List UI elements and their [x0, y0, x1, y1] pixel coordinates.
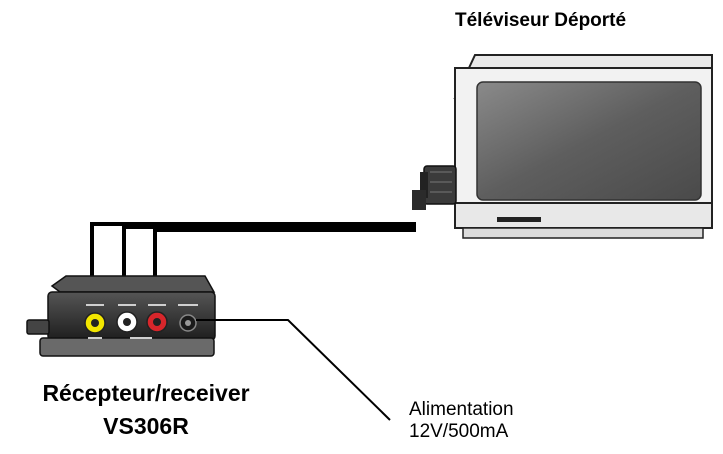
dc-power-jack: [179, 314, 197, 332]
antenna-connector: [26, 319, 50, 335]
tv-control-slot: [497, 217, 541, 222]
scart-plug: [412, 165, 457, 210]
power-supply-label-line2: 12V/500mA: [409, 421, 509, 442]
power-supply-label-line1: Alimentation: [409, 399, 514, 420]
tv-screen: [476, 81, 702, 201]
rca-jack-white: [116, 311, 138, 333]
receiver-top: [50, 275, 216, 293]
receiver-label-line1: Récepteur/receiver: [42, 380, 250, 406]
tv-label: Téléviseur Déporté: [455, 10, 627, 31]
receiver-markings: [86, 304, 198, 339]
receiver-label: Récepteur/receiver VS306R: [0, 377, 292, 443]
receiver-illustration: [26, 275, 216, 357]
power-cable: [196, 319, 391, 421]
power-supply-label: Alimentation 12V/500mA: [409, 399, 514, 443]
receiver-label-line2: VS306R: [103, 413, 189, 439]
tv-stand: [462, 227, 704, 239]
rca-jack-yellow: [84, 312, 106, 334]
receiver-base: [39, 337, 215, 357]
tv-illustration: [412, 54, 713, 239]
rca-jack-red: [146, 311, 168, 333]
tv-control-strip: [454, 202, 713, 229]
